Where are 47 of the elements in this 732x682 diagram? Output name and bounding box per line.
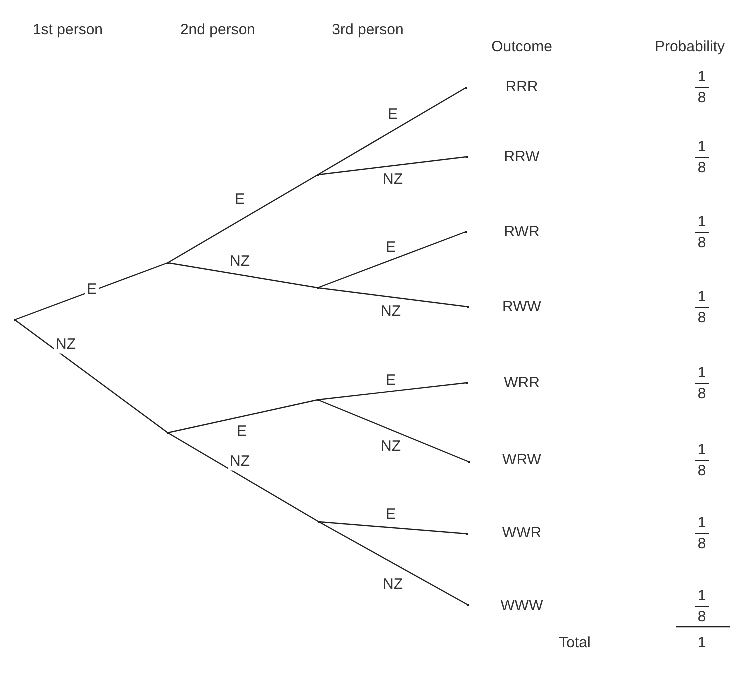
tree-branch [318, 521, 468, 606]
fraction-digit: 8 [698, 159, 706, 177]
fraction-digit: 8 [698, 309, 706, 327]
fraction-digit: 1 [698, 213, 706, 231]
tree-branch [318, 156, 468, 176]
total-label: 1 [698, 634, 706, 652]
tree-branch [14, 320, 168, 434]
column-header: Probability [654, 38, 726, 56]
total-label: Total [559, 634, 591, 652]
tree-branch [168, 174, 318, 264]
fraction-digit: 8 [698, 385, 706, 403]
fraction-digit: 1 [698, 138, 706, 156]
fraction-digit: 1 [698, 364, 706, 382]
edge-label: NZ [228, 454, 252, 470]
tree-branch [14, 262, 168, 321]
fraction-digit: 1 [698, 288, 706, 306]
outcome-label: RWR [504, 223, 540, 241]
fraction-digit: 8 [698, 535, 706, 553]
column-header: 3rd person [331, 21, 405, 39]
outcome-label: WRW [502, 451, 542, 469]
outcome-label: RWW [502, 298, 542, 316]
fraction-digit: 8 [698, 462, 706, 480]
column-header: Outcome [490, 38, 554, 56]
edge-label: NZ [54, 336, 78, 354]
tree-branch [318, 87, 466, 176]
tree-branch [318, 382, 468, 401]
fraction-digit: 1 [698, 441, 706, 459]
fraction-digit: 1 [698, 68, 706, 86]
column-header: 1st person [32, 21, 104, 39]
outcome-label: RRR [506, 78, 538, 96]
tree-branch [168, 262, 318, 289]
fraction-digit: 8 [698, 234, 706, 252]
tree-branch [318, 521, 468, 535]
fraction-digit: 8 [698, 608, 706, 626]
tree-branch [318, 231, 466, 289]
fraction-digit: 8 [698, 89, 706, 107]
tree-branch [168, 399, 318, 434]
column-header: 2nd person [179, 21, 257, 39]
tree-branch [318, 287, 468, 308]
fraction-digit: 1 [698, 587, 706, 605]
outcome-label: RRW [504, 148, 540, 166]
fraction-digit: 1 [698, 514, 706, 532]
tree-branch [168, 432, 320, 523]
outcome-label: WWW [500, 597, 544, 615]
outcome-label: WWR [502, 524, 542, 542]
tree-branch [318, 399, 470, 463]
outcome-label: WRR [504, 374, 540, 392]
